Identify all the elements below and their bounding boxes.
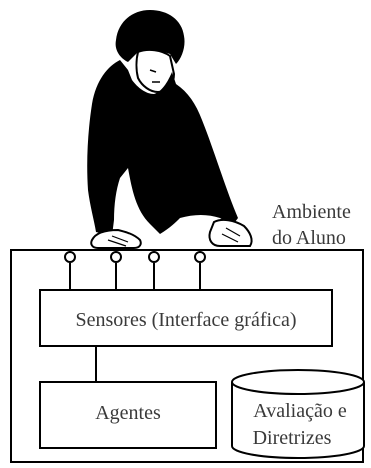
sensors-box [39,289,333,347]
sensor-connector-2-head [110,251,122,263]
database-cylinder [231,369,365,459]
environment-label-line2: do Aluno [272,227,346,249]
sensor-connectors [64,251,206,290]
database-cylinder-top [231,369,365,395]
database-cylinder-body [231,382,365,459]
sensor-connector-3-head [148,251,160,263]
database-label-line1: Avaliação e [253,400,347,422]
database-label-line2: Diretrizes [253,427,332,449]
sensor-connector-4-head [194,251,206,263]
person-right-hand [208,218,253,247]
person-hair [115,10,185,64]
environment-label-line1: Ambiente [272,201,351,223]
agents-label: Agentes [95,402,161,424]
person-body [87,60,238,236]
sensor-connector-1-head [64,251,76,263]
person-face-detail [149,69,160,83]
agents-box [39,381,217,449]
person-right-hand-fingers [221,227,241,243]
sensors-label: Sensores (Interface gráfica) [76,309,297,331]
person-left-hand-fingers [107,235,129,247]
environment-box [10,249,364,463]
person-illustration [87,10,253,249]
person-left-hand [90,228,142,249]
